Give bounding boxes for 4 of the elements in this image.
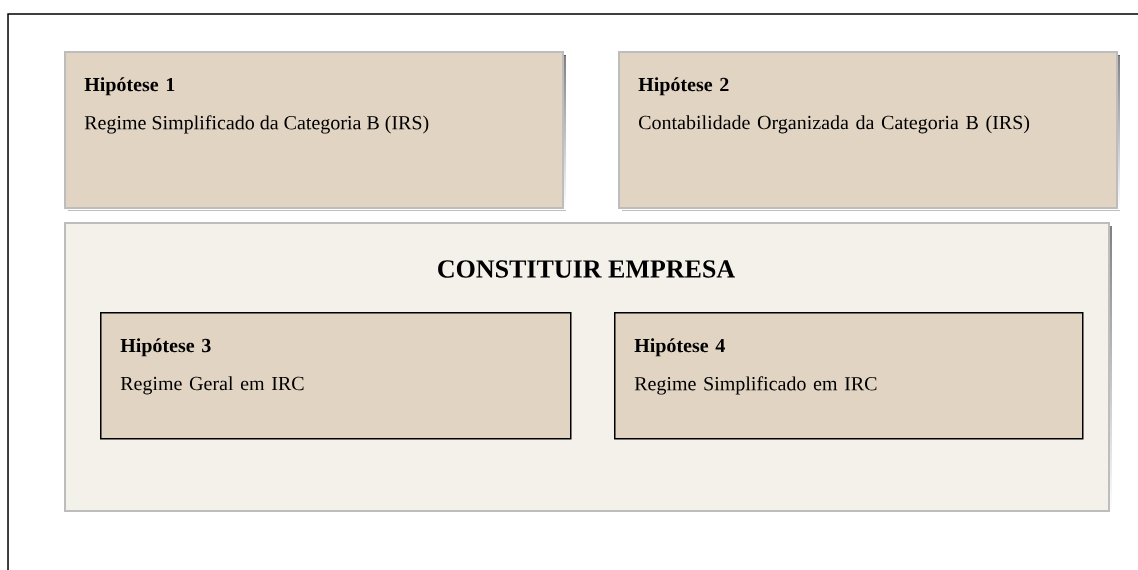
hypothesis-box: Hipótese 3 Regime Geral em IRC bbox=[100, 312, 572, 440]
hypothesis-box: Hipótese 4 Regime Simplificado em IRC bbox=[614, 312, 1084, 440]
hypothesis-box: Hipótese 2 Contabilidade Organizada da Categoria B (IRS) bbox=[618, 51, 1120, 211]
hypothesis-box: Hipótese 1 Regime Simplificado da Categoria B (IRS) bbox=[64, 51, 566, 211]
